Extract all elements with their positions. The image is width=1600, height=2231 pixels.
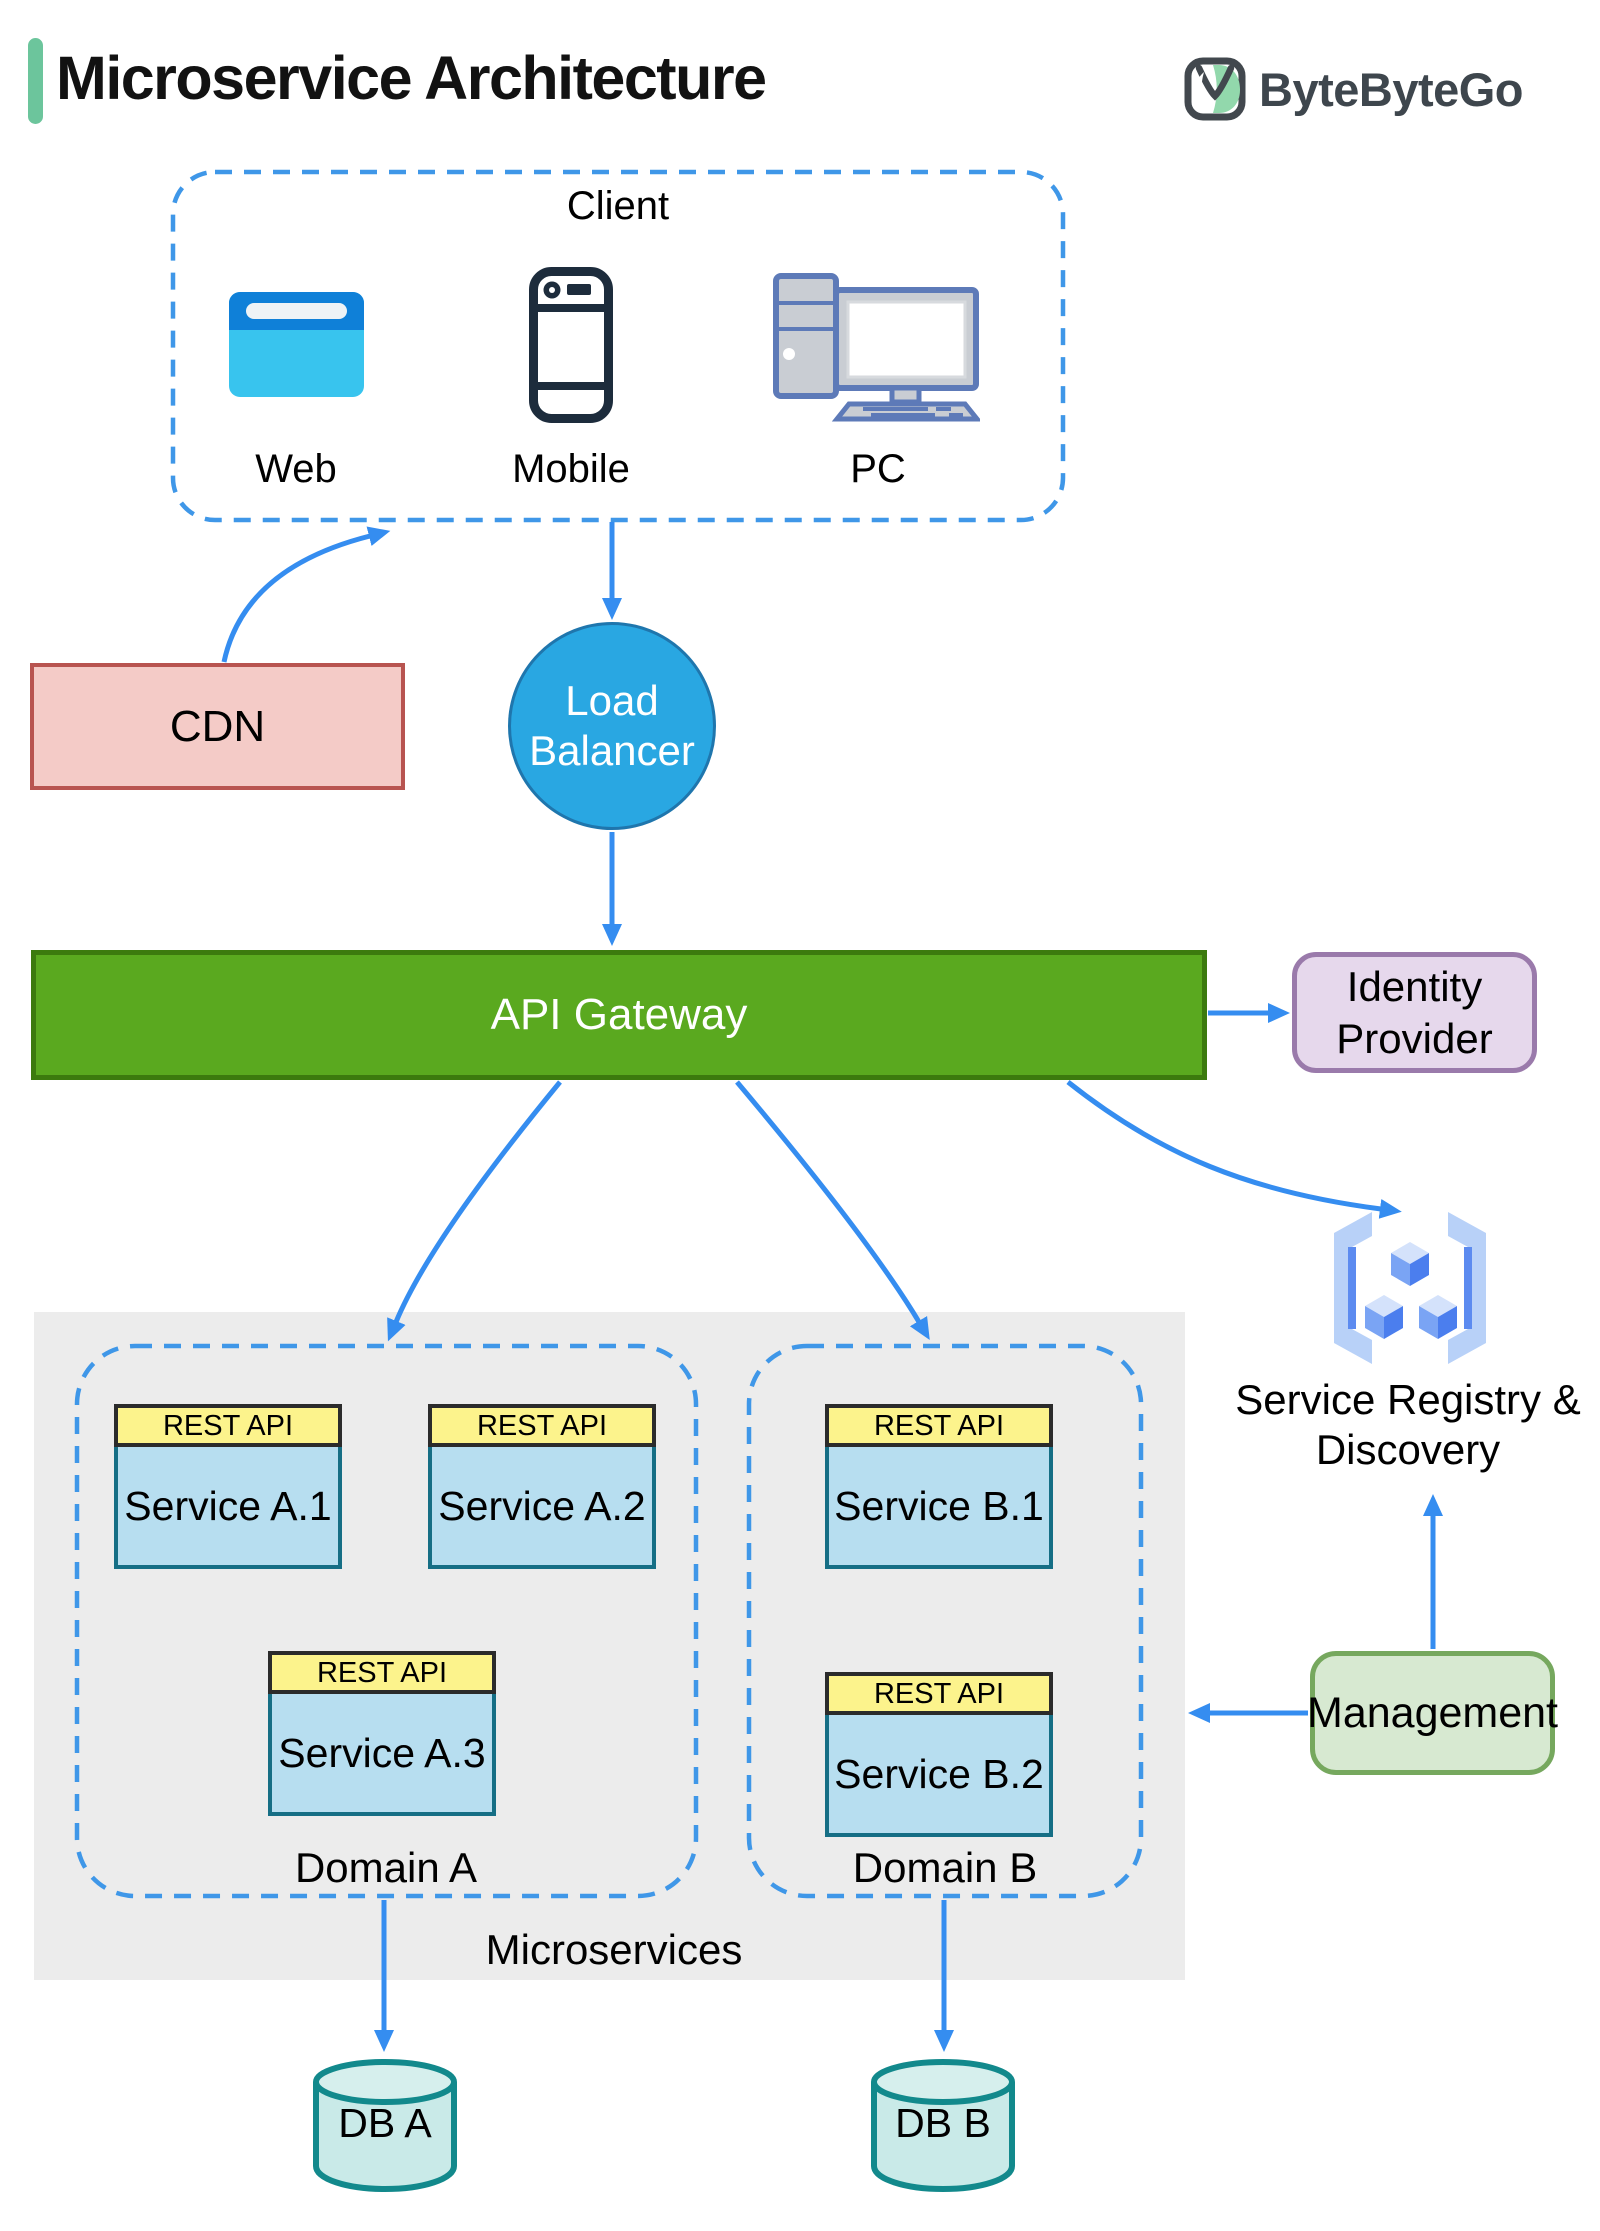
database-b-cylinder-icon: [871, 2059, 1015, 2193]
management-box: Management: [1307, 1651, 1558, 1775]
page-title: Microservice Architecture: [56, 44, 767, 112]
device-label-mobile: Mobile: [512, 447, 630, 491]
management-label: Management: [1307, 1688, 1558, 1737]
load-balancer-label-line1: Load: [565, 677, 659, 724]
brand-name: ByteByteGo: [1259, 62, 1524, 116]
api-gateway-bar: API Gateway: [31, 950, 1207, 1080]
cdn-box: CDN: [30, 663, 405, 790]
smartphone-icon: [529, 267, 613, 423]
rest-api-header: REST API: [825, 1404, 1053, 1447]
rest-api-header: REST API: [268, 1651, 496, 1694]
service-name: Service A.1: [114, 1447, 342, 1569]
service-name: Service A.2: [428, 1447, 656, 1569]
db-a-label: DB A: [338, 2100, 432, 2146]
brand-logo: ByteByteGo: [1183, 56, 1524, 122]
browser-icon: [229, 292, 364, 397]
rest-api-header: REST API: [114, 1404, 342, 1447]
service-box-b2: REST API Service B.2: [825, 1672, 1053, 1837]
desktop-computer-icon: [773, 273, 980, 422]
service-box-a3: REST API Service A.3: [268, 1651, 496, 1816]
rest-api-header: REST API: [825, 1672, 1053, 1715]
rest-api-header: REST API: [428, 1404, 656, 1447]
domain-a-label: Domain A: [294, 1844, 478, 1891]
microservices-panel-label: Microservices: [485, 1926, 743, 1973]
service-name: Service A.3: [268, 1694, 496, 1816]
device-label-web: Web: [255, 447, 337, 491]
service-box-a2: REST API Service A.2: [428, 1404, 656, 1569]
cubes-brackets-icon: [1334, 1212, 1486, 1364]
identity-provider-box: Identity Provider: [1292, 952, 1537, 1073]
arrow-gateway-to-service-registry: [1066, 1080, 1402, 1219]
cdn-label: CDN: [169, 701, 266, 751]
identity-provider-line2: Provider: [1336, 1014, 1493, 1062]
service-name: Service B.2: [825, 1715, 1053, 1837]
bytebytego-icon: [1184, 57, 1246, 121]
device-label-pc: PC: [850, 447, 906, 491]
database-a-cylinder-icon: [313, 2059, 457, 2193]
db-b-label: DB B: [895, 2100, 991, 2146]
service-registry-label: Service Registry & Discovery: [1158, 1375, 1600, 1475]
load-balancer-label-line2: Balancer: [529, 727, 695, 774]
title-accent-bar: [28, 38, 43, 124]
client-group-label: Client: [566, 184, 670, 228]
load-balancer-node: Load Balancer: [508, 622, 716, 830]
api-gateway-label: API Gateway: [490, 990, 748, 1039]
arrow-gateway-to-domain-a: [387, 1080, 562, 1342]
service-registry-label-line2: Discovery: [1315, 1426, 1501, 1473]
service-box-a1: REST API Service A.1: [114, 1404, 342, 1569]
service-box-b1: REST API Service B.1: [825, 1404, 1053, 1569]
identity-provider-line1: Identity: [1346, 962, 1483, 1010]
domain-b-label: Domain B: [852, 1844, 1038, 1891]
service-name: Service B.1: [825, 1447, 1053, 1569]
arrow-cdn-to-client: [221, 526, 391, 663]
arrow-gateway-to-domain-b: [735, 1080, 930, 1341]
service-registry-label-line1: Service Registry &: [1235, 1376, 1581, 1423]
